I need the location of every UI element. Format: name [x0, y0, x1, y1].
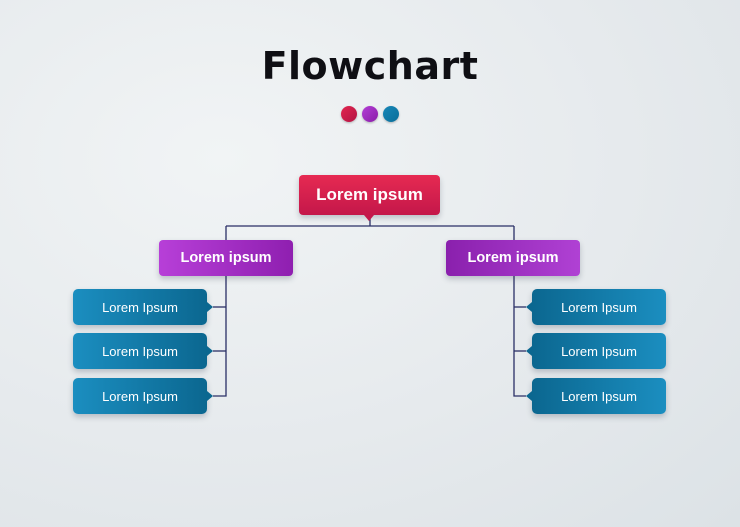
root-node: Lorem ipsum — [299, 175, 440, 221]
left-leaf-node-2: Lorem Ipsum — [73, 333, 213, 369]
blue-dot-icon — [383, 106, 399, 122]
page-title: Flowchart — [261, 44, 479, 88]
left-leaf-node-3: Lorem Ipsum — [73, 378, 213, 414]
right-leaf-node-1: Lorem Ipsum — [526, 289, 666, 325]
right-children-spine — [513, 276, 526, 397]
left-leaf-node-1: Lorem Ipsum — [73, 289, 213, 325]
right-leaf-node-3: Lorem Ipsum — [526, 378, 666, 414]
left-children-spine — [213, 276, 227, 397]
right-leaf-node-2: Lorem Ipsum — [526, 333, 666, 369]
right-branch-node: Lorem ipsum — [446, 240, 580, 276]
left-branch-node: Lorem ipsum — [159, 240, 293, 276]
crimson-dot-icon — [341, 106, 357, 122]
indicator-dots — [0, 106, 740, 122]
purple-dot-icon — [362, 106, 378, 122]
